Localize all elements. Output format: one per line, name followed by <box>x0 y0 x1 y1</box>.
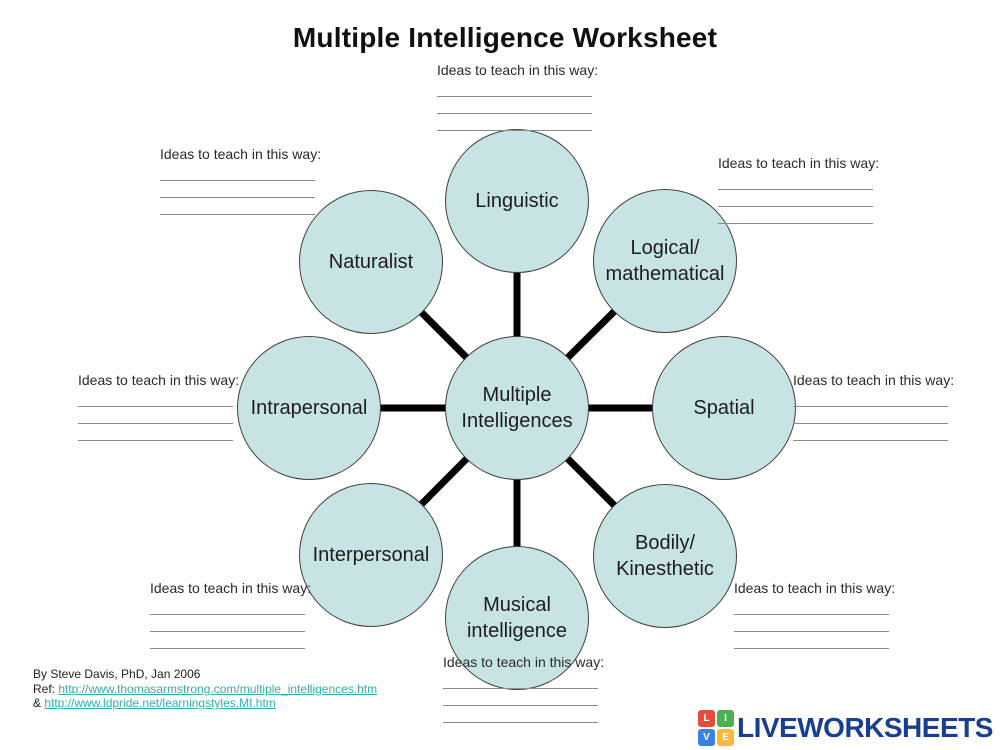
byline: By Steve Davis, PhD, Jan 2006 <box>33 667 201 681</box>
liveworksheets-logo[interactable]: L I V E LIVEWORKSHEETS <box>698 710 993 746</box>
write-line <box>718 207 873 224</box>
write-line <box>160 181 315 198</box>
ideas-group-naturalist: Ideas to teach in this way: <box>160 146 322 215</box>
logo-square-i: I <box>717 710 734 727</box>
ref-prefix: Ref: <box>33 681 59 696</box>
ref-link-thomasarmstrong[interactable]: http://www.thomasarmstrong.com/multiple_… <box>58 681 378 696</box>
logo-square-v: V <box>698 729 715 746</box>
write-line <box>443 689 598 706</box>
node-multiple-intelligences: Multiple Intelligences <box>445 336 589 480</box>
ideas-group-musical: Ideas to teach in this way: <box>443 654 605 723</box>
liveworksheets-logo-icon: L I V E <box>698 710 734 746</box>
ideas-group-logical: Ideas to teach in this way: <box>718 155 880 224</box>
write-line <box>718 173 873 190</box>
ideas-group-spatial: Ideas to teach in this way: <box>793 372 955 441</box>
write-line <box>150 632 305 649</box>
amp-prefix: & <box>33 696 45 710</box>
write-line <box>160 164 315 181</box>
node-interpersonal: Interpersonal <box>299 483 443 627</box>
logo-square-e: E <box>717 729 734 746</box>
ideas-group-bodily: Ideas to teach in this way: <box>734 580 896 649</box>
footer-credits: By Steve Davis, PhD, Jan 2006 Ref: http:… <box>33 667 377 711</box>
node-intrapersonal: Intrapersonal <box>237 336 381 480</box>
ideas-label: Ideas to teach in this way: <box>150 580 312 596</box>
write-line <box>78 407 233 424</box>
node-bodily-kinesthetic: Bodily/ Kinesthetic <box>593 484 737 628</box>
logo-wordmark: LIVEWORKSHEETS <box>737 712 993 743</box>
write-line <box>437 114 592 131</box>
ideas-label: Ideas to teach in this way: <box>437 62 599 78</box>
ideas-label: Ideas to teach in this way: <box>734 580 896 596</box>
ideas-label: Ideas to teach in this way: <box>793 372 955 388</box>
write-line <box>437 80 592 97</box>
ideas-label: Ideas to teach in this way: <box>160 146 322 162</box>
write-line <box>734 598 889 615</box>
write-line <box>718 190 873 207</box>
write-line <box>443 706 598 723</box>
node-logical-mathematical: Logical/ mathematical <box>593 189 737 333</box>
ideas-label: Ideas to teach in this way: <box>78 372 240 388</box>
write-line <box>150 598 305 615</box>
node-spatial: Spatial <box>652 336 796 480</box>
write-line <box>437 97 592 114</box>
write-line <box>734 615 889 632</box>
write-line <box>443 672 598 689</box>
write-line <box>78 390 233 407</box>
write-line <box>793 424 948 441</box>
ideas-group-linguistic: Ideas to teach in this way: <box>437 62 599 131</box>
ideas-group-interpersonal: Ideas to teach in this way: <box>150 580 312 649</box>
amp-line: & http://www.ldpride.net/learningstyles.… <box>33 696 377 711</box>
node-musical-intelligence: Musical intelligence <box>445 546 589 690</box>
node-linguistic: Linguistic <box>445 129 589 273</box>
ideas-group-intrapersonal: Ideas to teach in this way: <box>78 372 240 441</box>
ideas-label: Ideas to teach in this way: <box>718 155 880 171</box>
write-line <box>150 615 305 632</box>
node-naturalist: Naturalist <box>299 190 443 334</box>
ideas-label: Ideas to teach in this way: <box>443 654 605 670</box>
write-line <box>160 198 315 215</box>
logo-square-l: L <box>698 710 715 727</box>
write-line <box>734 632 889 649</box>
ref-line: Ref: http://www.thomasarmstrong.com/mult… <box>33 682 377 697</box>
write-line <box>793 390 948 407</box>
write-line <box>78 424 233 441</box>
page-title: Multiple Intelligence Worksheet <box>292 22 718 53</box>
ref-link-ldpride[interactable]: http://www.ldpride.net/learningstyles.MI… <box>44 696 276 710</box>
write-line <box>793 407 948 424</box>
